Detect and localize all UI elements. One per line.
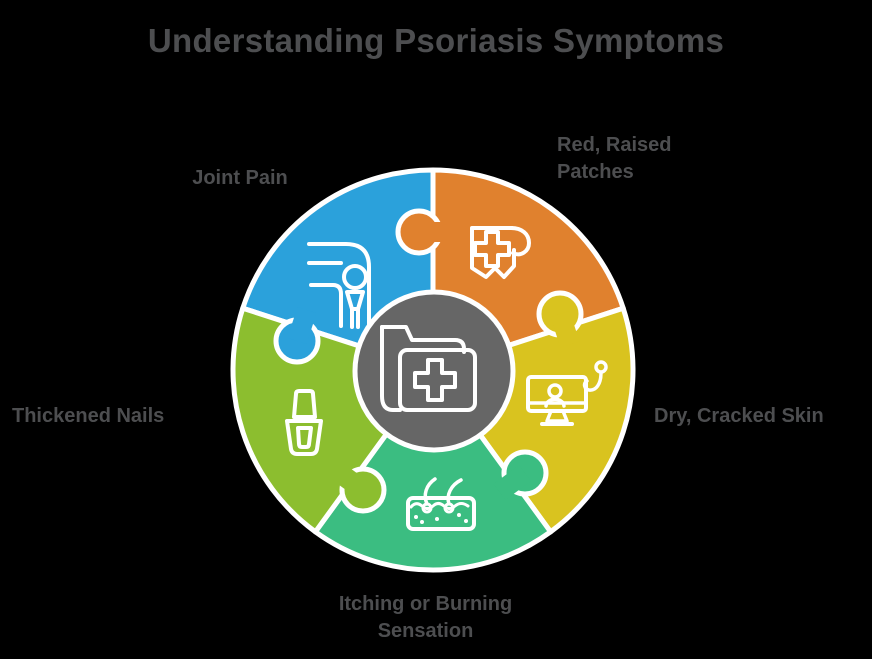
page-title: Understanding Psoriasis Symptoms <box>147 22 725 59</box>
puzzle-knob-blue <box>273 306 321 365</box>
medical-folder-icon <box>380 325 477 412</box>
telehealth-monitor-icon <box>526 360 608 426</box>
skin-hair-icon <box>406 477 476 531</box>
puzzle-knob-yellow <box>536 290 584 348</box>
label-red-raised-patches: Red, Raised Patches <box>557 134 672 183</box>
label-thickened-nails: Thickened Nails <box>12 405 165 427</box>
label-dry-cracked-skin: Dry, Cracked Skin <box>654 405 824 427</box>
joint-bone-icon <box>307 242 371 329</box>
nail-polish-icon <box>285 389 323 456</box>
medical-scroll-icon <box>470 226 531 279</box>
puzzle-knob-lime <box>331 462 387 514</box>
label-itching-burning: Itching or Burning Sensation <box>338 593 513 642</box>
label-joint-pain: Joint Pain <box>192 167 288 189</box>
puzzle-knob-green <box>493 449 549 501</box>
segment-itching-burning <box>312 367 554 573</box>
center-hub <box>352 289 516 453</box>
puzzle-knob-orange <box>395 208 451 256</box>
